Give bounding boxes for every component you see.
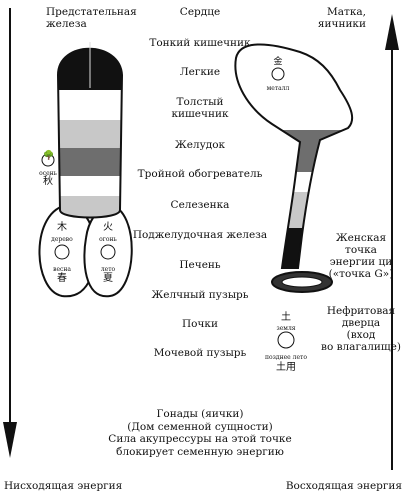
canal-outline — [234, 43, 354, 269]
label-jade-gate: Нефритовая дверца (вход во влагалище) — [321, 305, 401, 353]
label-spleen: Селезенка — [170, 199, 230, 211]
descending-arrow — [3, 8, 17, 458]
metal-char: 金 — [273, 57, 283, 67]
wood-label: дерево — [51, 236, 73, 243]
label-pancreas: Поджелудочная железа — [132, 229, 268, 241]
label-gonads-note: Гонады (яички) (Дом семенной сущности) С… — [108, 408, 292, 458]
earth-char: 土 — [281, 312, 291, 323]
label-kidneys: Почки — [182, 318, 218, 330]
autumn-char: 秋 — [43, 176, 53, 187]
late-summer-label: позднее лето — [265, 354, 307, 361]
label-liver: Печень — [179, 259, 221, 271]
wood-element-icon — [54, 244, 70, 260]
label-uterus: Матка, яичники — [317, 6, 366, 30]
label-stomach: Желудок — [174, 139, 226, 151]
metal-label: металл — [266, 85, 290, 92]
testicle-left — [38, 203, 97, 298]
wood-char: 木 — [57, 222, 67, 233]
summer-char: 夏 — [103, 273, 113, 284]
spring-char: 春 — [57, 273, 67, 284]
label-lungs: Легкие — [179, 66, 221, 78]
label-prostate: Предстательная железа — [46, 6, 137, 30]
late-summer-char: 土用 — [276, 362, 296, 373]
label-bladder: Мочевой пузырь — [153, 347, 247, 359]
fire-element-icon — [100, 244, 116, 260]
label-triple-heater: Тройной обогреватель — [137, 168, 263, 180]
label-descending: Нисходящая энергия — [4, 480, 123, 492]
earth-label: земля — [276, 325, 296, 332]
earth-element-icon — [277, 331, 295, 349]
ascending-arrow — [385, 14, 399, 470]
label-ascending: Восходящая энергия — [285, 480, 402, 492]
label-gallbladder: Желчный пузырь — [151, 289, 249, 301]
tree-icon — [41, 153, 55, 167]
autumn-label: осень — [39, 170, 57, 177]
spring-label: весна — [53, 266, 71, 273]
testicle-right — [83, 203, 133, 298]
tree-glyph: 🌳 — [43, 151, 55, 161]
summer-label: лето — [100, 266, 116, 273]
label-small-intestine: Тонкий кишечник — [149, 37, 251, 49]
fire-char: 火 — [103, 222, 113, 233]
metal-element-icon — [271, 67, 285, 81]
shaft-outline — [56, 47, 124, 219]
label-g-spot: Женская точка энергии ци («точка G») — [328, 232, 394, 280]
label-large-intestine: Толстый кишечник — [171, 96, 229, 120]
fire-label: огонь — [99, 236, 117, 243]
label-heart: Сердце — [179, 6, 221, 18]
